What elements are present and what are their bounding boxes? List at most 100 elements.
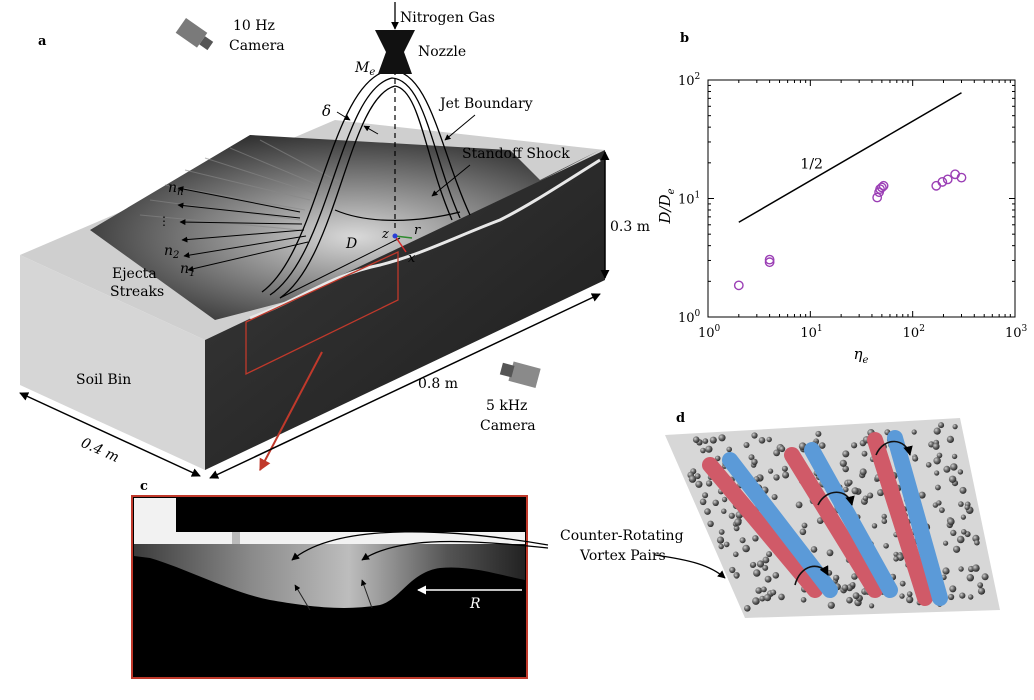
camera-top-label-2: Camera <box>229 38 285 54</box>
jet-boundary-arrow <box>444 114 476 141</box>
particle <box>770 589 777 596</box>
streak-label-n2: n2 <box>164 243 179 261</box>
panel-c-plate <box>176 498 525 532</box>
particle <box>842 450 850 458</box>
particle <box>899 593 905 599</box>
width-dimension <box>19 392 201 477</box>
particle <box>846 596 853 604</box>
particle <box>762 556 770 564</box>
x-axis-label: ηe <box>854 345 869 366</box>
particle <box>718 529 725 535</box>
particle <box>939 507 945 513</box>
axis-x <box>394 235 407 253</box>
particle <box>933 457 941 465</box>
particle <box>761 586 767 593</box>
data-point <box>872 192 883 203</box>
particle <box>755 587 762 594</box>
particle <box>705 480 713 487</box>
nozzle-shape <box>375 30 415 74</box>
particle <box>906 596 914 604</box>
particle <box>942 567 950 575</box>
d-dimension-line <box>279 237 401 299</box>
particle <box>851 442 858 449</box>
particle <box>851 573 858 580</box>
particle <box>959 592 966 599</box>
particle <box>726 446 732 453</box>
y-axis-label: D/De <box>656 188 677 224</box>
x-tick-label: 100 <box>698 324 721 341</box>
particle <box>700 447 706 454</box>
data-point <box>931 180 942 191</box>
particle <box>734 518 742 526</box>
particle <box>751 432 758 439</box>
particle <box>957 469 964 475</box>
data-point <box>937 177 948 187</box>
vortex-label-1: Counter-Rotating <box>560 528 684 544</box>
panel-a: a Nitrog <box>19 2 650 479</box>
particle <box>704 508 711 515</box>
panel-a-label: a <box>38 34 47 49</box>
vortex-tube-blue-2 <box>804 442 898 598</box>
particle <box>869 603 875 609</box>
particle <box>781 465 788 472</box>
axis-z-label: z <box>381 227 389 242</box>
data-point <box>956 172 967 183</box>
streak-label-nn: nn <box>168 180 183 198</box>
particle <box>966 574 974 582</box>
particle <box>974 539 980 546</box>
particle <box>906 591 913 597</box>
particle <box>949 585 957 593</box>
axis-r <box>394 235 413 239</box>
particle <box>759 595 766 602</box>
y-tick-label: 102 <box>678 72 700 89</box>
particle <box>851 487 859 495</box>
data-point <box>878 180 889 191</box>
particle <box>714 455 721 462</box>
nitrogen-gas-label: Nitrogen Gas <box>400 10 495 26</box>
particle <box>709 436 717 444</box>
camera-top-icon <box>175 17 214 51</box>
particle <box>756 560 765 568</box>
particle <box>716 536 725 544</box>
particle <box>753 569 761 577</box>
particle <box>956 535 965 544</box>
particle <box>742 544 750 553</box>
particle <box>883 543 889 549</box>
particle <box>827 601 835 609</box>
particle <box>943 465 951 473</box>
particle <box>948 475 957 483</box>
particle <box>758 437 766 444</box>
jet-boundary-label: Jet Boundary <box>438 96 533 112</box>
particle <box>702 438 709 444</box>
particle <box>773 449 780 457</box>
particle <box>801 522 808 529</box>
r-label: R <box>469 596 481 612</box>
particle <box>911 429 917 435</box>
particle <box>871 523 878 529</box>
panel-c-arrow-2 <box>360 579 373 609</box>
particle <box>925 462 932 468</box>
particle <box>818 442 826 449</box>
particle <box>977 587 986 595</box>
particle <box>862 495 869 501</box>
standoff-shock-arrow <box>431 164 471 197</box>
particle <box>899 580 906 587</box>
delta-arrow-2 <box>363 125 379 135</box>
particle <box>721 508 727 514</box>
particle <box>766 436 772 443</box>
axis-r-label: r <box>414 223 421 238</box>
particle <box>981 573 989 581</box>
d-label: D <box>345 236 357 252</box>
ejecta-label-1: Ejecta <box>112 266 157 282</box>
x-tick-label: 103 <box>1005 324 1028 341</box>
origin-dot <box>392 233 398 239</box>
particle <box>782 471 790 479</box>
me-label: Me <box>354 60 375 78</box>
vortex-tube-red-2 <box>784 447 883 598</box>
particle <box>688 475 697 483</box>
nozzle-label: Nozzle <box>418 44 466 60</box>
particle <box>861 450 868 457</box>
particle <box>961 529 967 535</box>
particle <box>810 546 818 553</box>
